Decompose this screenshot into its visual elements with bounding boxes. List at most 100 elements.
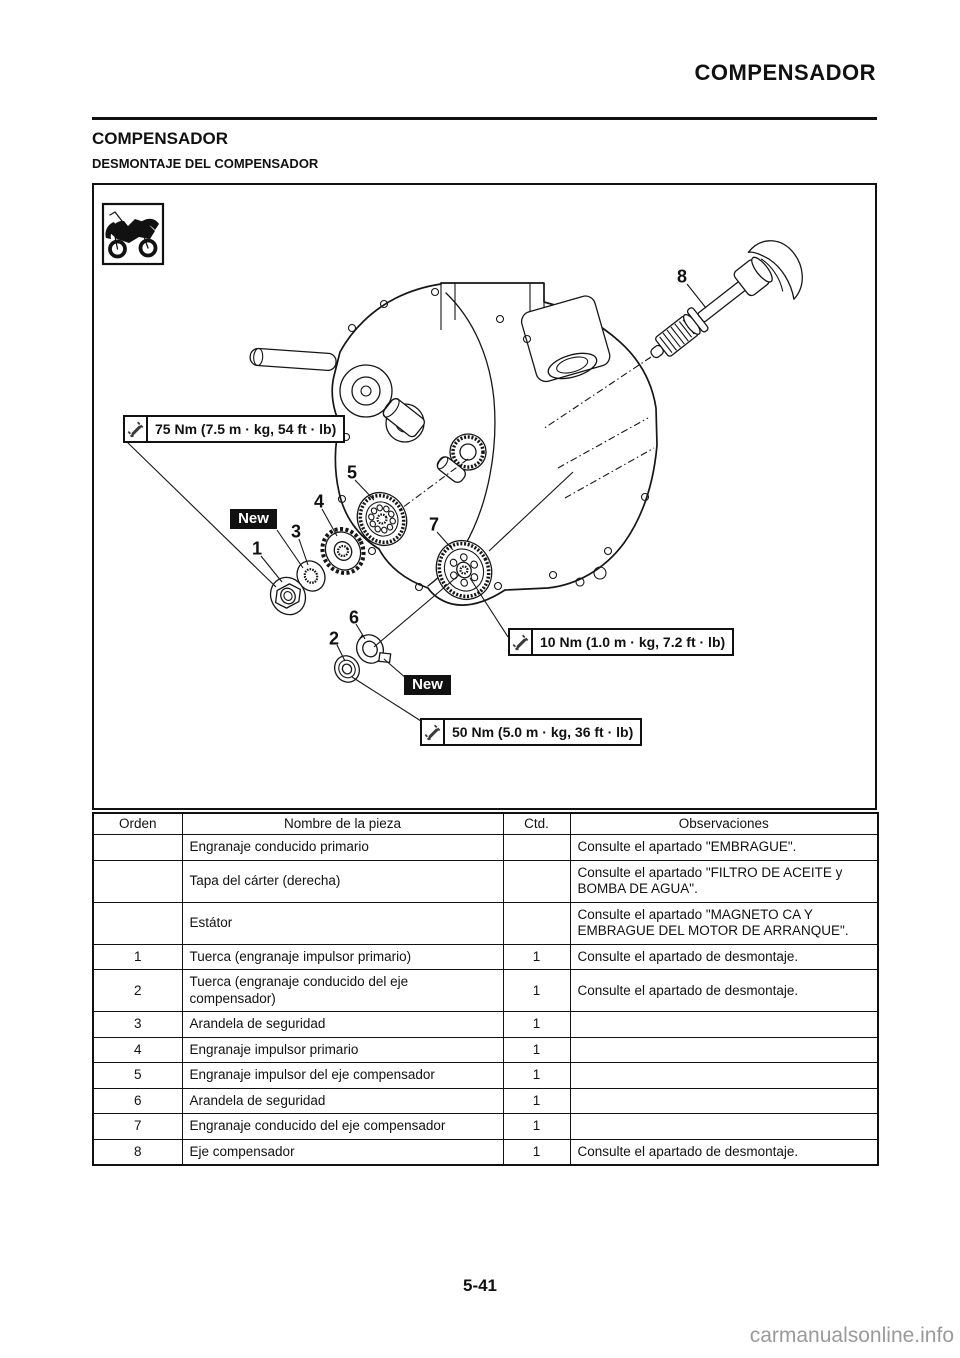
parts-table: Orden Nombre de la pieza Ctd. Observacio… bbox=[92, 812, 879, 1167]
part5-balancer-drive-gear bbox=[356, 491, 408, 547]
torque-text: 75 Nm (7.5 m · kg, 54 ft · lb) bbox=[155, 421, 337, 437]
table-row: 4 Engranaje impulsor primario 1 bbox=[92, 1036, 879, 1064]
torque-text: 10 Nm (1.0 m · kg, 7.2 ft · lb) bbox=[540, 634, 726, 650]
callout-2: 2 bbox=[328, 628, 340, 649]
table-row: 3 Arandela de seguridad 1 bbox=[92, 1011, 879, 1038]
table-row: Estátor Consulte el apartado "MAGNETO CA… bbox=[92, 901, 879, 945]
cell-ctd: 1 bbox=[502, 943, 571, 971]
cell-ctd: 1 bbox=[502, 1087, 571, 1115]
torque-text: 50 Nm (5.0 m · kg, 36 ft · lb) bbox=[452, 724, 634, 740]
col-header-observaciones: Observaciones bbox=[569, 812, 879, 836]
col-header-ctd: Ctd. bbox=[502, 812, 571, 836]
cell-obs bbox=[569, 1011, 879, 1038]
cell-orden bbox=[92, 834, 183, 861]
cell-orden: 5 bbox=[92, 1062, 183, 1089]
cell-orden: 6 bbox=[92, 1087, 183, 1115]
axis-line-balancer-shaft bbox=[542, 356, 652, 430]
axis-line-balancer-gear bbox=[397, 458, 469, 512]
cell-orden: 4 bbox=[92, 1036, 183, 1064]
exploded-diagram-frame: 75 Nm (7.5 m · kg, 54 ft · lb) 10 Nm (1.… bbox=[92, 183, 877, 810]
cell-ctd: 1 bbox=[502, 969, 571, 1013]
cell-nombre: Tapa del cárter (derecha) bbox=[181, 859, 504, 903]
table-row: Engranaje conducido primario Consulte el… bbox=[92, 834, 879, 861]
cell-nombre: Engranaje impulsor del eje compensador bbox=[181, 1062, 504, 1089]
cell-nombre: Tuerca (engranaje conducido del eje comp… bbox=[181, 969, 504, 1013]
cell-nombre: Tuerca (engranaje impulsor primario) bbox=[181, 943, 504, 971]
new-part-badge: New bbox=[404, 675, 451, 695]
cell-nombre: Engranaje conducido del eje compensador bbox=[181, 1113, 504, 1140]
table-row: 6 Arandela de seguridad 1 bbox=[92, 1087, 879, 1115]
cell-obs: Consulte el apartado "EMBRAGUE". bbox=[569, 834, 879, 861]
running-header-title: COMPENSADOR bbox=[694, 60, 876, 85]
part3-lock-washer bbox=[296, 560, 326, 592]
part8-balancer-shaft bbox=[650, 240, 803, 359]
watermark: carmanualsonline.info bbox=[749, 1324, 954, 1347]
table-row: Tapa del cárter (derecha) Consulte el ap… bbox=[92, 859, 879, 903]
cell-obs: Consulte el apartado de desmontaje. bbox=[569, 943, 879, 971]
case-pointer-line bbox=[488, 471, 574, 552]
callout-4: 4 bbox=[313, 491, 325, 512]
cell-obs bbox=[569, 1036, 879, 1064]
cell-orden: 2 bbox=[92, 969, 183, 1013]
col-header-nombre: Nombre de la pieza bbox=[181, 812, 504, 836]
cell-nombre: Arandela de seguridad bbox=[181, 1087, 504, 1115]
cell-nombre: Eje compensador bbox=[181, 1138, 504, 1166]
cell-obs: Consulte el apartado "FILTRO DE ACEITE y… bbox=[569, 859, 879, 903]
cell-obs bbox=[569, 1062, 879, 1089]
callout-6: 6 bbox=[348, 607, 360, 628]
exploded-diagram-art bbox=[101, 202, 803, 722]
torque-label-75nm: 75 Nm (7.5 m · kg, 54 ft · lb) bbox=[123, 415, 346, 443]
callout-3: 3 bbox=[290, 521, 302, 542]
part7-balancer-driven-gear bbox=[435, 539, 493, 601]
cell-ctd: 1 bbox=[502, 1036, 571, 1064]
cell-nombre: Engranaje impulsor primario bbox=[181, 1036, 504, 1064]
cell-obs: Consulte el apartado "MAGNETO CA Y EMBRA… bbox=[569, 901, 879, 945]
cell-orden bbox=[92, 901, 183, 945]
torque-label-50nm: 50 Nm (5.0 m · kg, 36 ft · lb) bbox=[420, 718, 643, 746]
cell-nombre: Estátor bbox=[181, 901, 504, 945]
table-row: 7 Engranaje conducido del eje compensado… bbox=[92, 1113, 879, 1140]
callout-8: 8 bbox=[676, 266, 688, 287]
col-header-orden: Orden bbox=[92, 812, 183, 836]
cell-obs: Consulte el apartado de desmontaje. bbox=[569, 1138, 879, 1166]
cell-orden: 8 bbox=[92, 1138, 183, 1166]
section-title: COMPENSADOR bbox=[92, 129, 229, 148]
cell-ctd: 1 bbox=[502, 1138, 571, 1166]
cell-orden: 7 bbox=[92, 1113, 183, 1140]
cell-orden: 1 bbox=[92, 943, 183, 971]
cell-ctd: 1 bbox=[502, 1113, 571, 1140]
callout-7: 7 bbox=[428, 514, 440, 535]
crankcase-drawing bbox=[249, 282, 658, 606]
subsection-title: DESMONTAJE DEL COMPENSADOR bbox=[92, 156, 319, 171]
header-rule bbox=[92, 117, 877, 120]
part1-nut bbox=[269, 576, 307, 616]
cell-obs bbox=[569, 1113, 879, 1140]
table-row: 5 Engranaje impulsor del eje compensador… bbox=[92, 1062, 879, 1089]
cell-ctd bbox=[502, 859, 571, 903]
table-header-row: Orden Nombre de la pieza Ctd. Observacio… bbox=[92, 812, 879, 836]
motorcycle-icon bbox=[101, 202, 165, 266]
cell-ctd: 1 bbox=[502, 1011, 571, 1038]
callout-5: 5 bbox=[346, 462, 358, 483]
cell-nombre: Engranaje conducido primario bbox=[181, 834, 504, 861]
part6-lock-washer bbox=[356, 634, 392, 664]
cell-obs bbox=[569, 1087, 879, 1115]
table-row: 1 Tuerca (engranaje impulsor primario) 1… bbox=[92, 943, 879, 971]
table-row: 2 Tuerca (engranaje conducido del eje co… bbox=[92, 969, 879, 1013]
cell-obs: Consulte el apartado de desmontaje. bbox=[569, 969, 879, 1013]
cell-orden: 3 bbox=[92, 1011, 183, 1038]
page-number: 5-41 bbox=[462, 1276, 498, 1295]
wrench-icon bbox=[125, 417, 148, 441]
wrench-icon bbox=[510, 630, 533, 654]
cell-nombre: Arandela de seguridad bbox=[181, 1011, 504, 1038]
cell-ctd: 1 bbox=[502, 1062, 571, 1089]
callout-1: 1 bbox=[251, 538, 263, 559]
torque-label-10nm: 10 Nm (1.0 m · kg, 7.2 ft · lb) bbox=[508, 628, 735, 656]
part2-nut bbox=[334, 655, 360, 683]
part4-primary-drive-gear bbox=[320, 527, 366, 575]
new-part-badge: New bbox=[230, 509, 277, 529]
leader-lines bbox=[126, 283, 707, 722]
cell-ctd bbox=[502, 901, 571, 945]
wrench-icon bbox=[422, 720, 445, 744]
